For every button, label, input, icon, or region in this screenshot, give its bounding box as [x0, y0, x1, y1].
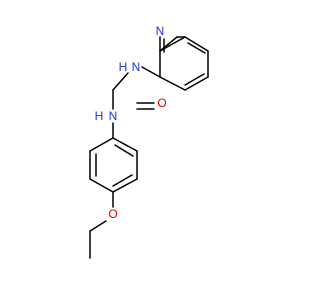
- amide-nitrogen-2-label: N: [109, 109, 118, 123]
- amide-hydrogen-1-label: H: [119, 60, 128, 74]
- bond: [187, 42, 206, 54]
- bond: [184, 76, 209, 91]
- bond: [89, 178, 114, 193]
- bond: [112, 72, 129, 91]
- molecule-diagram: N H N O H N O: [89, 24, 209, 259]
- bond: [159, 76, 186, 91]
- bond: [184, 73, 205, 86]
- bond: [89, 137, 114, 152]
- bond: [112, 137, 138, 152]
- amide-nitrogen-1-label: N: [132, 60, 141, 74]
- pyridine-nitrogen-label: N: [156, 24, 165, 38]
- bond: [89, 220, 107, 232]
- bond: [112, 178, 138, 193]
- bond: [112, 174, 133, 187]
- ether-oxygen-label: O: [108, 207, 117, 221]
- bond: [114, 144, 134, 157]
- bond: [184, 36, 209, 52]
- bond: [141, 66, 161, 78]
- bond: [159, 36, 178, 52]
- bond: [159, 36, 186, 52]
- amide-hydrogen-2-label: H: [95, 109, 104, 123]
- carbonyl-oxygen-label: O: [157, 96, 166, 110]
